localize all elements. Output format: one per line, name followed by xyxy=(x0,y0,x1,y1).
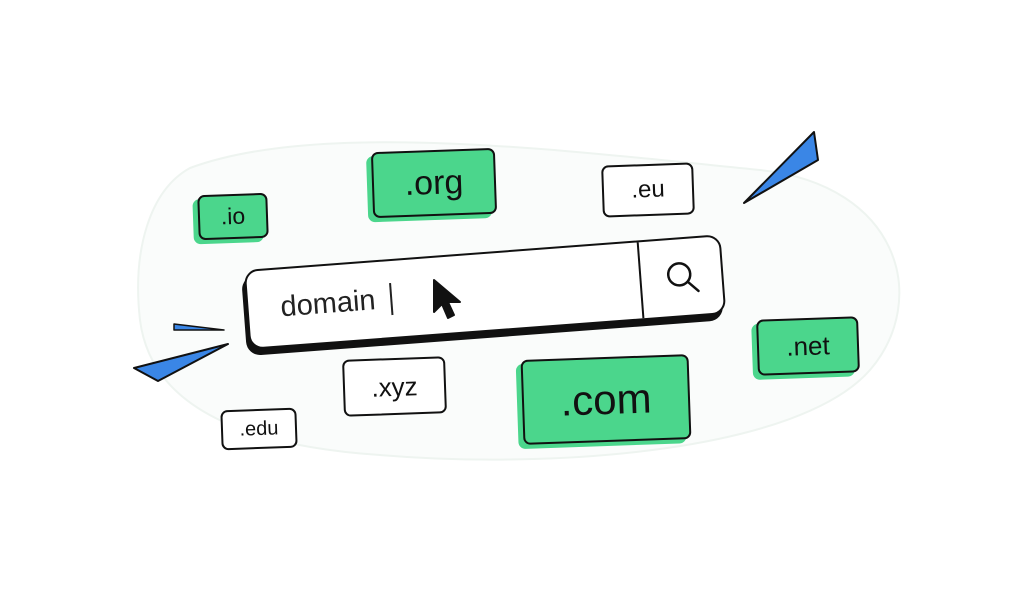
tag-eu-label: .eu xyxy=(630,175,666,204)
tag-io-label: .io xyxy=(220,202,246,230)
tag-xyz-label: .xyz xyxy=(370,370,419,403)
search-input[interactable]: domain xyxy=(279,284,377,324)
tag-eu[interactable]: .eu xyxy=(601,162,695,218)
search-button[interactable] xyxy=(639,236,726,318)
tag-net-label: .net xyxy=(785,330,831,362)
tag-io[interactable]: .io xyxy=(197,192,269,241)
shard-left-large xyxy=(133,343,229,382)
shard-left-small xyxy=(173,323,225,331)
tag-net[interactable]: .net xyxy=(756,316,860,376)
search-icon xyxy=(666,262,700,293)
tag-com-label: .com xyxy=(559,373,653,425)
mouse-pointer-icon xyxy=(433,279,461,319)
text-caret xyxy=(389,283,394,316)
tag-org[interactable]: .org xyxy=(370,147,498,219)
tag-org-label: .org xyxy=(404,162,464,204)
tag-edu[interactable]: .edu xyxy=(220,407,298,451)
tag-edu-label: .edu xyxy=(239,417,279,441)
tag-com[interactable]: .com xyxy=(520,354,692,445)
shard-top-right xyxy=(743,131,819,204)
domain-search-bar[interactable]: domain xyxy=(243,234,727,350)
tag-xyz[interactable]: .xyz xyxy=(342,356,447,417)
